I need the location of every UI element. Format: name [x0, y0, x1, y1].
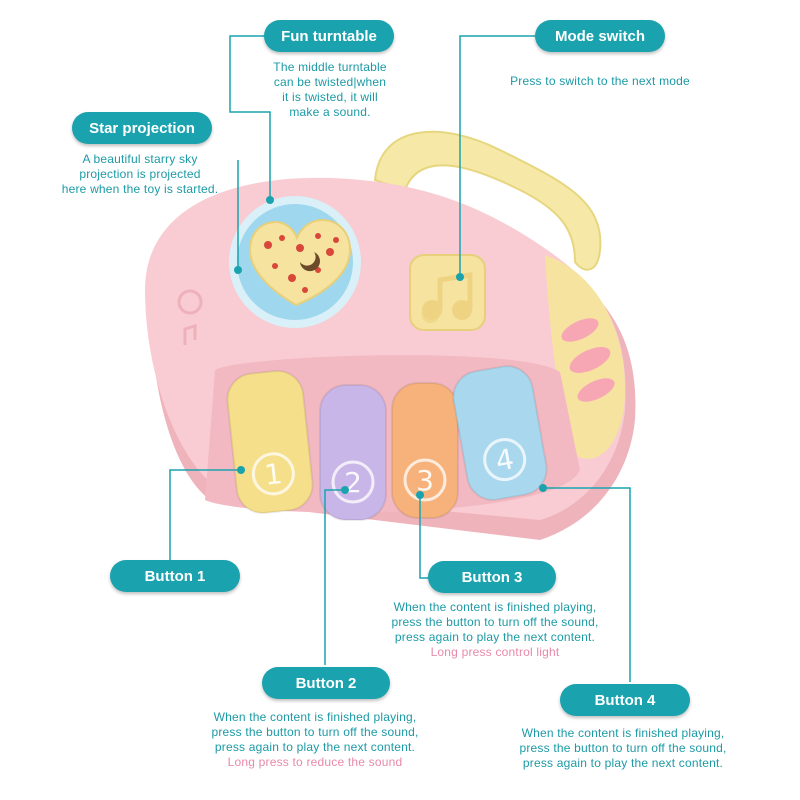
- piano-key-2-number: 2: [344, 466, 362, 499]
- piano-key-2-body: [319, 384, 387, 521]
- button-4-line: press again to play the next content.: [522, 756, 724, 770]
- piano-key-3-ring: [403, 458, 447, 502]
- heart-projector: [248, 218, 352, 307]
- button-2-description: When the content is finished playing, pr…: [170, 710, 460, 770]
- fun-turntable-line: can be twisted|when: [273, 75, 387, 89]
- button-3-line: When the content is finished playing,: [393, 600, 597, 614]
- button-4-description: When the content is finished playing, pr…: [478, 726, 768, 771]
- fun-turntable-line: The middle turntable: [273, 60, 387, 74]
- piano-key-1-body: [226, 369, 314, 515]
- button-2-note: Long press to reduce the sound: [227, 755, 403, 769]
- button-2-line: press again to play the next content.: [214, 740, 416, 754]
- piano-key-3: 3: [391, 382, 459, 519]
- piano-key-2: 2: [319, 384, 387, 521]
- fun-turntable-line: it is twisted, it will: [282, 90, 378, 104]
- button-2-line: When the content is finished playing,: [213, 710, 417, 724]
- piano-key-3-body: [391, 382, 459, 519]
- piano-key-3-number: 3: [416, 464, 434, 497]
- star-projection-line: projection is projected: [79, 167, 201, 181]
- button-3-note: Long press control light: [430, 645, 560, 659]
- button-4-label: Button 4: [560, 684, 690, 716]
- piano-key-4-ring: [483, 438, 527, 482]
- star-projection-line: here when the toy is started.: [61, 182, 219, 196]
- star-projection-description: A beautiful starry sky projection is pro…: [40, 152, 240, 197]
- keys-group: 1 2 3 4: [226, 365, 548, 521]
- button-2-line: press the button to turn off the sound,: [211, 725, 419, 739]
- piano-key-1: 1: [226, 369, 314, 515]
- button-1-label: Button 1: [110, 560, 240, 592]
- piano-key-4-number: 4: [493, 442, 516, 478]
- piano-key-1-ring: [251, 452, 295, 496]
- piano-key-1-number: 1: [263, 457, 284, 492]
- button-3-description: When the content is finished playing, pr…: [350, 600, 640, 660]
- fun-turntable-line: make a sound.: [289, 105, 371, 119]
- piano-key-2-ring: [331, 460, 375, 504]
- button-4-line: press the button to turn off the sound,: [519, 741, 727, 755]
- mode-switch-button: [409, 254, 486, 331]
- button-3-line: press the button to turn off the sound,: [391, 615, 599, 629]
- fun-turntable-label: Fun turntable: [264, 20, 394, 52]
- button-3-label: Button 3: [428, 561, 556, 593]
- fun-turntable-description: The middle turntable can be twisted|when…: [250, 60, 410, 120]
- star-projection-line: A beautiful starry sky: [82, 152, 198, 166]
- button-3-line: press again to play the next content.: [394, 630, 596, 644]
- mode-switch-label: Mode switch: [535, 20, 665, 52]
- button-4-line: When the content is finished playing,: [521, 726, 725, 740]
- piano-key-4: 4: [452, 365, 548, 501]
- button-2-label: Button 2: [262, 667, 390, 699]
- mode-switch-description: Press to switch to the next mode: [470, 74, 730, 89]
- toy-handle: [373, 130, 602, 271]
- mode-switch-line: Press to switch to the next mode: [510, 74, 690, 88]
- star-projection-label: Star projection: [72, 112, 212, 144]
